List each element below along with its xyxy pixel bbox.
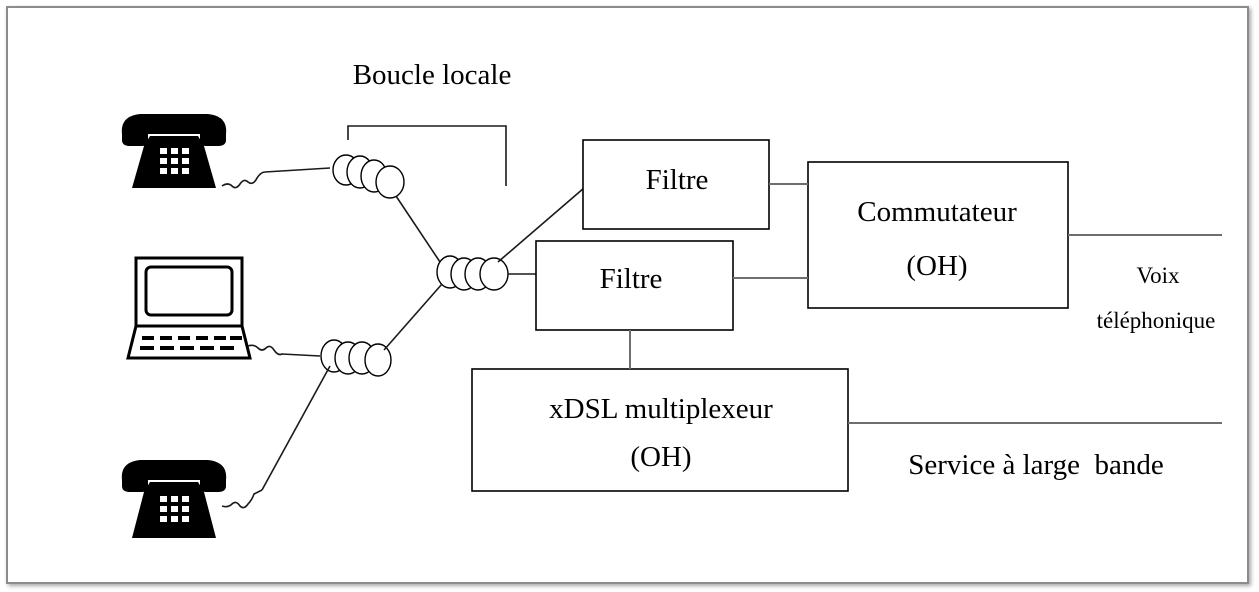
voice-sublabel: téléphonique — [1097, 308, 1216, 333]
coil-bottom — [320, 339, 392, 377]
mux-box — [471, 368, 849, 492]
wire-phone-to-center — [261, 365, 331, 491]
filter-top-box — [582, 139, 770, 230]
computer-cord — [247, 344, 321, 357]
mux-sublabel: (OH) — [630, 441, 691, 473]
telephone-icon — [121, 114, 227, 188]
filter-bottom-box — [535, 240, 734, 331]
wire-center-to-filter-top — [497, 187, 585, 263]
phone-cord-bottom — [221, 489, 263, 509]
filter-top-label: Filtre — [646, 164, 709, 196]
voice-label: Voix — [1136, 263, 1180, 288]
phone-cord-top — [221, 167, 331, 189]
coil-center — [436, 255, 509, 291]
filter-bottom-label: Filtre — [600, 263, 663, 295]
wire-bottom-to-center — [383, 283, 443, 351]
coil-top — [332, 154, 405, 199]
local-loop-label: Boucle locale — [353, 59, 512, 91]
switch-sublabel: (OH) — [906, 250, 967, 282]
switch-label: Commutateur — [857, 196, 1017, 228]
local-loop-bracket — [347, 125, 507, 186]
telephone-icon — [121, 460, 227, 538]
broadband-label: Service à large bande — [908, 449, 1164, 481]
computer-icon — [126, 256, 252, 360]
switch-box — [807, 161, 1069, 309]
wire-top-to-center — [395, 195, 441, 263]
mux-label: xDSL multiplexeur — [549, 393, 773, 425]
